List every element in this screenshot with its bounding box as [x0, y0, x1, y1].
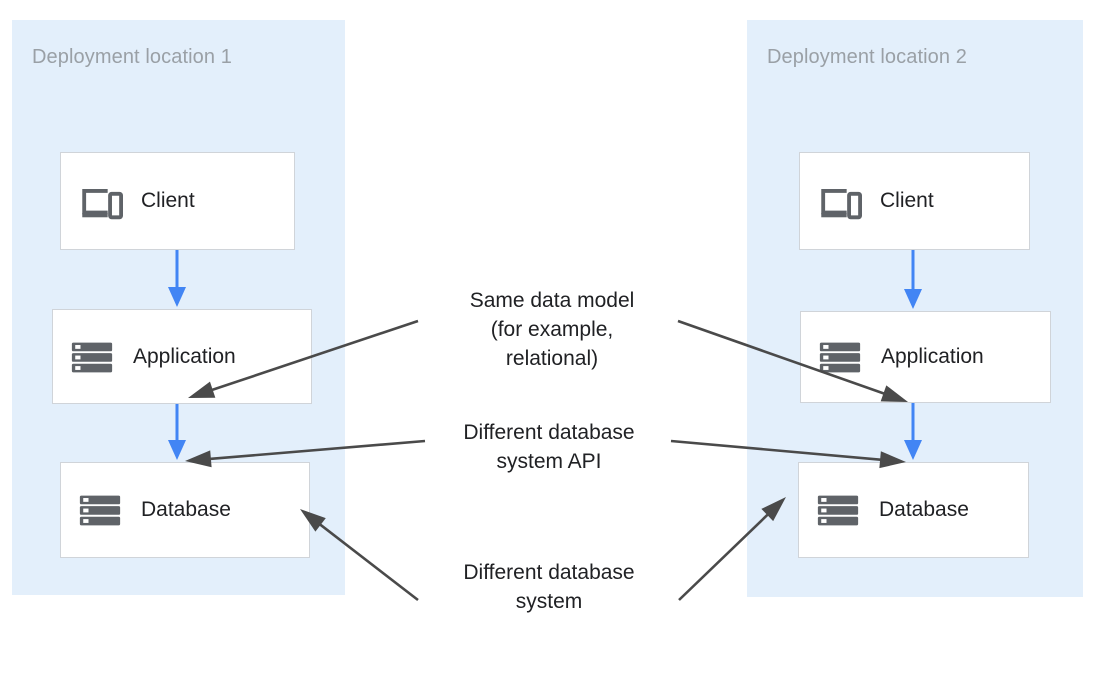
node-client-location-1[interactable]: Client: [60, 152, 295, 250]
node-application-location-1[interactable]: Application: [52, 309, 312, 404]
devices-icon: [82, 189, 123, 220]
node-label: Client: [141, 189, 195, 212]
annotation-different-database-system-api: Different database system API: [463, 421, 635, 473]
server-stack-icon: [71, 342, 113, 372]
server-stack-icon: [79, 495, 121, 526]
server-stack-icon: [817, 495, 859, 526]
node-client-location-2[interactable]: Client: [799, 152, 1030, 250]
annotation-different-database-system: Different database system: [463, 561, 635, 613]
panel-title-deployment-location-2: Deployment location 2: [767, 46, 967, 68]
server-stack-icon: [819, 342, 861, 373]
panel-title-deployment-location-1: Deployment location 1: [32, 46, 232, 68]
devices-icon: [821, 189, 862, 220]
node-label: Database: [879, 498, 969, 521]
node-application-location-2[interactable]: Application: [800, 311, 1051, 403]
node-label: Application: [881, 345, 984, 368]
node-label: Application: [133, 344, 236, 368]
annotation-same-data-model: Same data model (for example, relational…: [469, 289, 635, 370]
node-label: Client: [880, 189, 934, 212]
node-database-location-2[interactable]: Database: [798, 462, 1029, 558]
node-label: Database: [141, 498, 231, 521]
node-database-location-1[interactable]: Database: [60, 462, 310, 558]
